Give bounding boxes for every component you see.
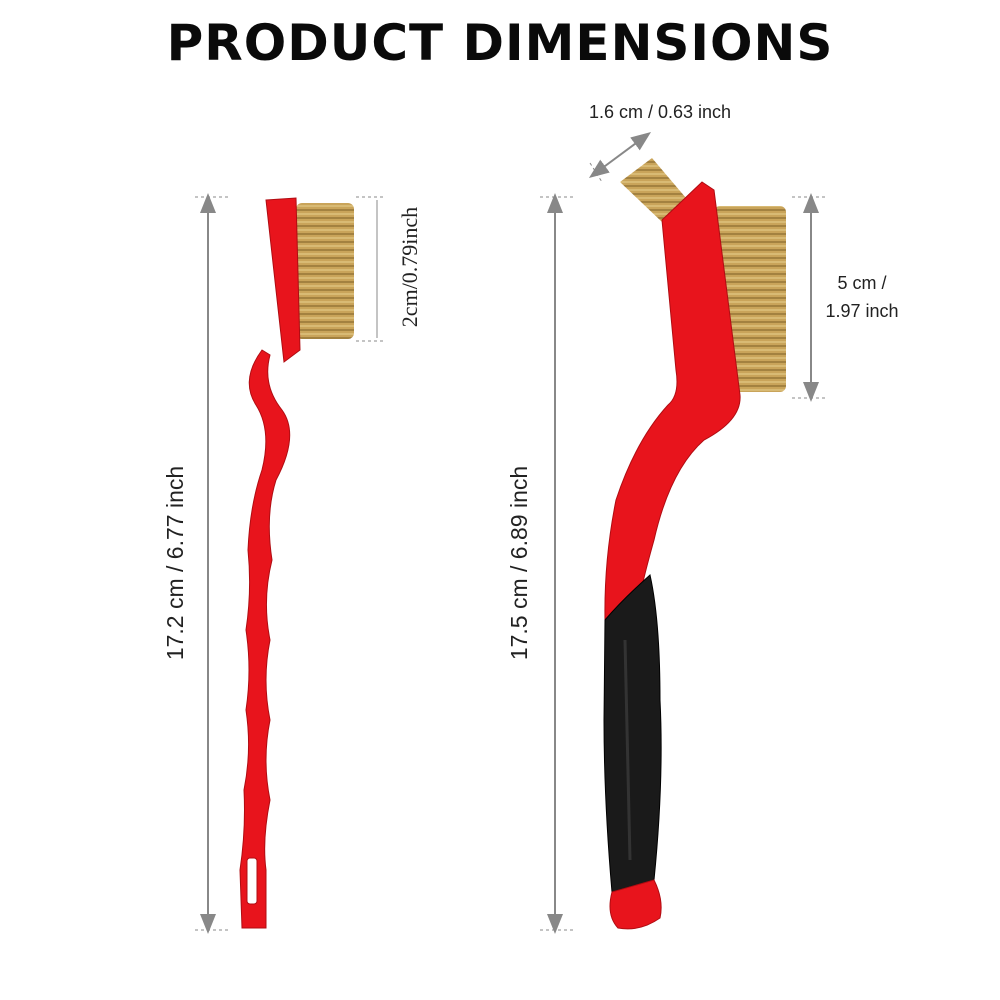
right-brush	[603, 158, 786, 930]
right-length-dimension	[540, 193, 573, 934]
right-head-dimension	[792, 193, 828, 402]
left-head-label: 2cm/0.79inch	[397, 207, 422, 327]
right-tip-label: 1.6 cm / 0.63 inch	[589, 102, 731, 122]
right-tip-dimension	[588, 132, 652, 183]
left-brush-bristles	[296, 203, 354, 339]
left-brush-hang-slot	[246, 857, 258, 905]
right-brush-head	[604, 181, 741, 621]
left-length-dimension	[195, 193, 228, 934]
left-head-dimension	[356, 196, 384, 342]
left-brush	[239, 197, 354, 929]
page-title: PRODUCT DIMENSIONS	[166, 14, 834, 72]
left-brush-handle	[239, 349, 291, 929]
right-brush-end-cap	[609, 879, 662, 930]
right-brush-grip	[603, 574, 662, 893]
left-brush-head	[265, 197, 301, 363]
left-length-label: 17.2 cm / 6.77 inch	[162, 466, 188, 660]
right-length-label: 17.5 cm / 6.89 inch	[506, 466, 532, 660]
right-head-label-line1: 5 cm /	[837, 273, 886, 293]
right-head-label-line2: 1.97 inch	[825, 301, 898, 321]
